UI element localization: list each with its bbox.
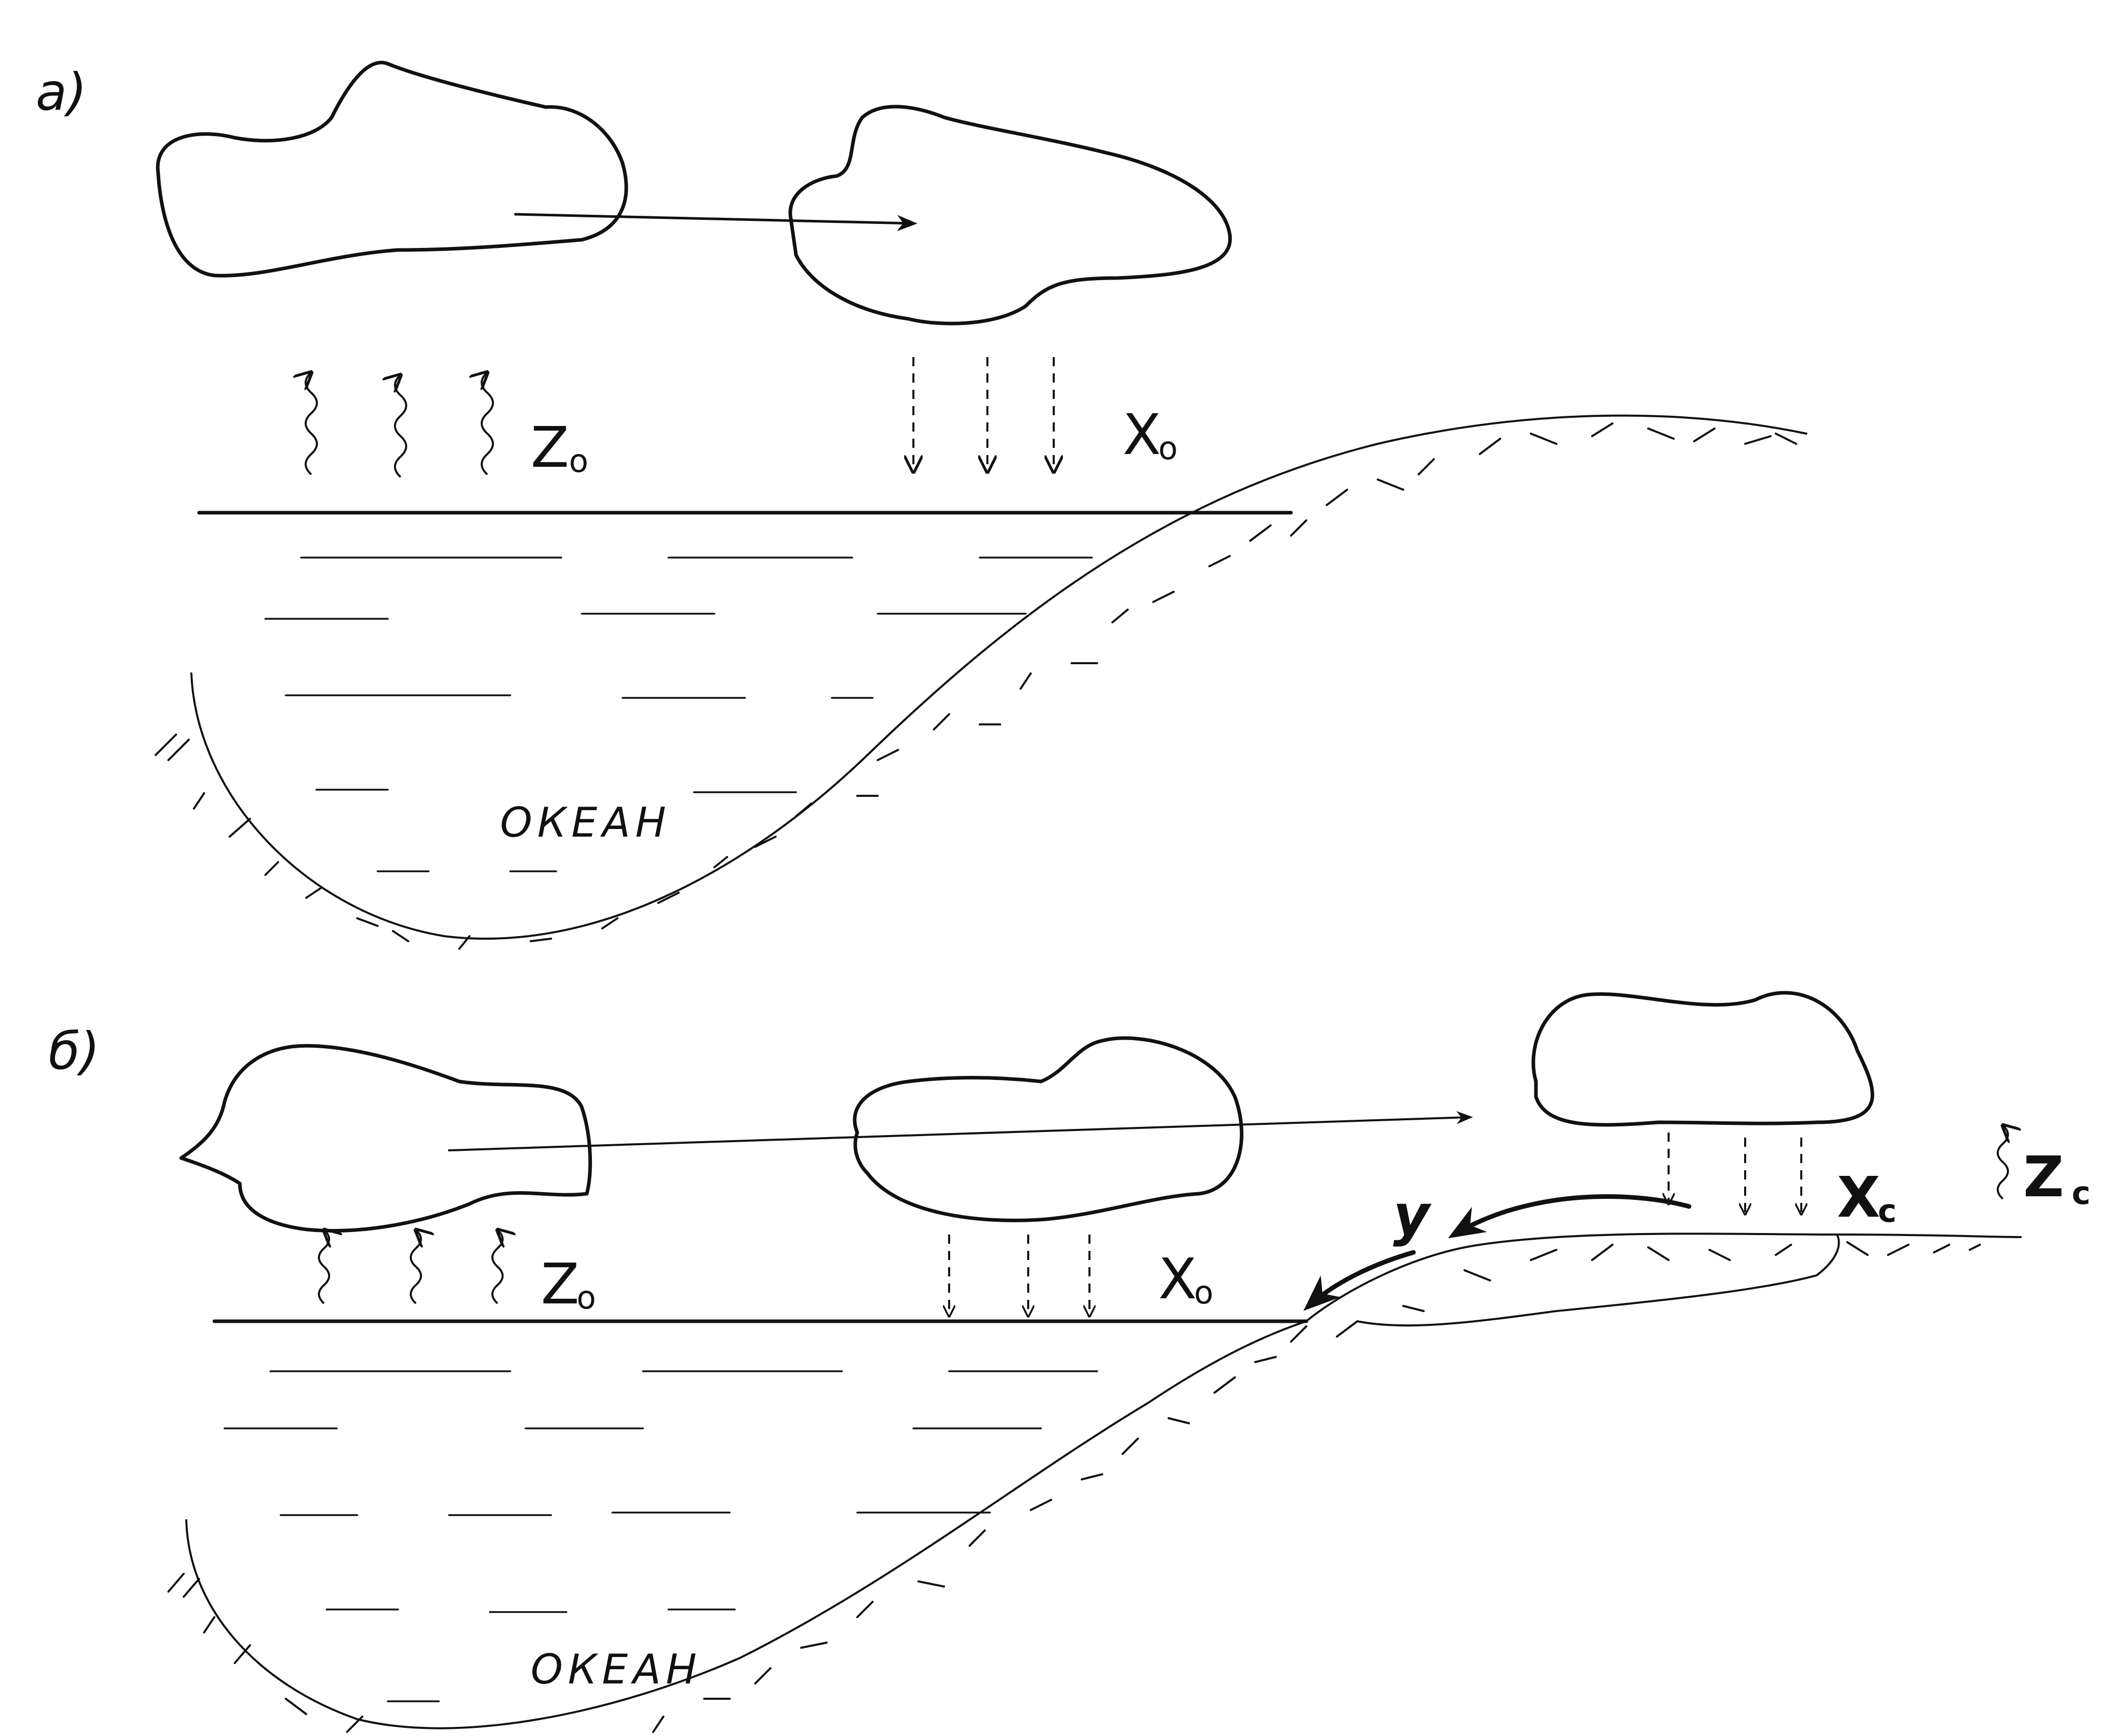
cloud-ocean-transit-b: [853, 1036, 1244, 1222]
precipitation-symbol-a: X: [1123, 402, 1161, 467]
runoff-arrow-land-b: [1448, 1194, 1692, 1239]
panel-label-a: а): [36, 62, 87, 122]
seabed-profile-b: [185, 1320, 1307, 1729]
precipitation-subscript-a: o: [1158, 430, 1178, 467]
evaporation-subscript-land-b: c: [2072, 1174, 2091, 1212]
runoff-arrow-coast-b: [1303, 1250, 1416, 1311]
river-basin-b: [1356, 1234, 1840, 1327]
precipitation-symbol-ocean-b: X: [1158, 1246, 1197, 1312]
evaporation-label-a: Z o: [531, 415, 588, 480]
cloud-ocean-b: [179, 1044, 592, 1233]
panel-label-b: б): [48, 1021, 100, 1081]
transport-arrow-b: [448, 1111, 1473, 1151]
precipitation-label-a: X o: [1123, 402, 1178, 467]
evaporation-label-land-b: Z c: [2023, 1144, 2091, 1212]
panel-a: а) Z o X o: [36, 61, 1807, 950]
evaporation-subscript-ocean-b: o: [577, 1279, 596, 1316]
cloud-ocean-a: [156, 61, 628, 278]
evaporation-label-ocean-b: Z o: [541, 1251, 596, 1317]
runoff-label-b: y: [1393, 1183, 1432, 1248]
precipitation-label-land-b: X c: [1837, 1165, 1897, 1230]
precipitation-arrows-a: [913, 357, 1054, 472]
evaporation-arrow-land-b: [1997, 1125, 2008, 1200]
precipitation-arrows-ocean-b: [949, 1235, 1089, 1316]
precipitation-subscript-ocean-b: o: [1194, 1274, 1213, 1311]
evaporation-arrows-ocean-b: [318, 1230, 503, 1304]
precipitation-symbol-land-b: X: [1837, 1165, 1880, 1230]
evaporation-symbol-ocean-b: Z: [541, 1251, 579, 1317]
cloud-land-b: [1531, 991, 1874, 1127]
evaporation-symbol-land-b: Z: [2023, 1144, 2064, 1210]
evaporation-symbol-a: Z: [531, 415, 569, 480]
seabed-hatching-a: [155, 422, 1797, 950]
precipitation-arrows-land-b: [1669, 1133, 1801, 1214]
land-surface-b: [1305, 1232, 2022, 1322]
precipitation-subscript-land-b: c: [1878, 1192, 1897, 1229]
panel-b: б) Z o X o: [48, 991, 2091, 1733]
cloud-transported-a: [788, 105, 1232, 325]
ocean-label-b: ОКЕАН: [531, 1646, 702, 1693]
transport-arrow-a: [514, 213, 917, 232]
water-lines-b: [224, 1370, 1098, 1702]
seabed-hatching-b: [167, 1241, 1981, 1733]
evaporation-arrows-a: [306, 372, 494, 478]
seabed-profile-a: [190, 414, 1807, 940]
water-lines-a: [264, 557, 1093, 872]
precipitation-label-ocean-b: X o: [1158, 1246, 1213, 1312]
evaporation-subscript-a: o: [569, 442, 588, 480]
ocean-label-a: ОКЕАН: [500, 799, 671, 846]
